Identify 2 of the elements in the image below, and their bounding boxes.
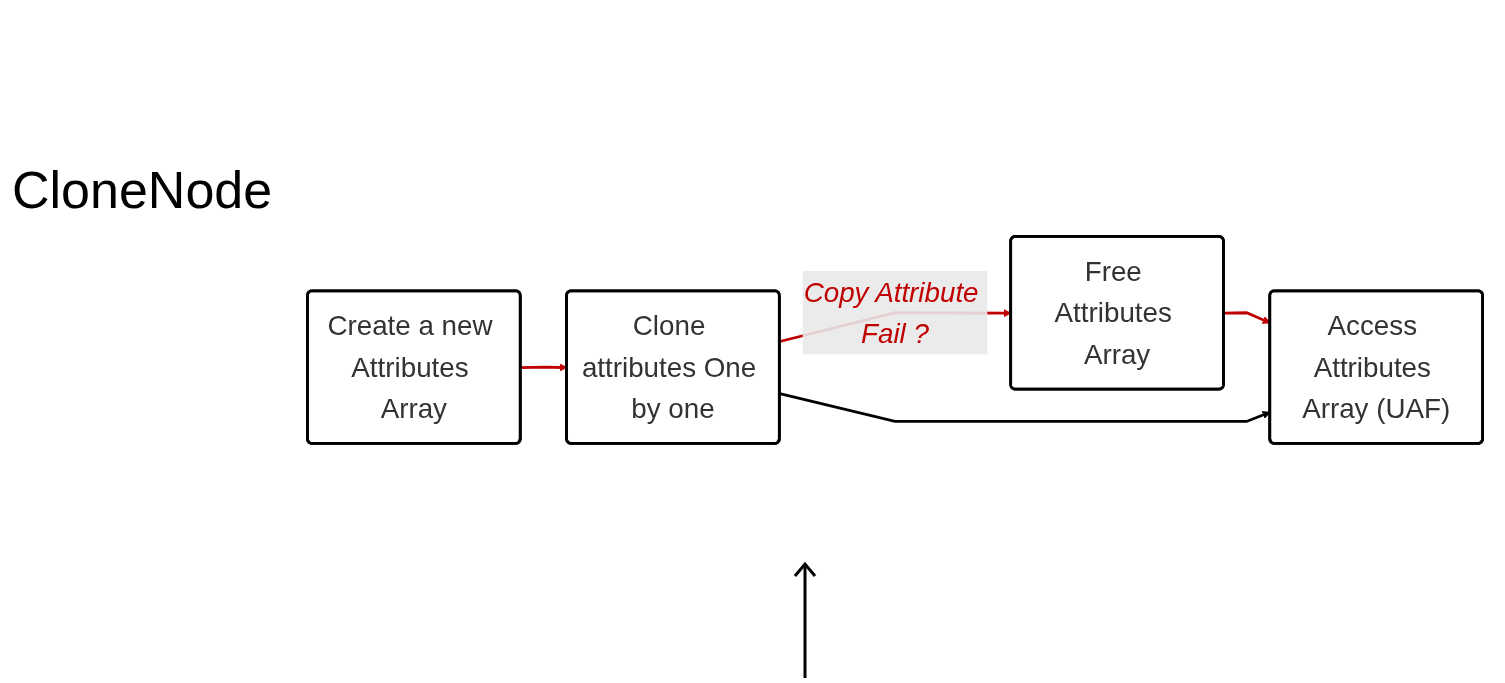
diagram-title: CloneNode <box>12 160 273 220</box>
edge-label: Copy Attribute Fail ? <box>803 276 979 349</box>
